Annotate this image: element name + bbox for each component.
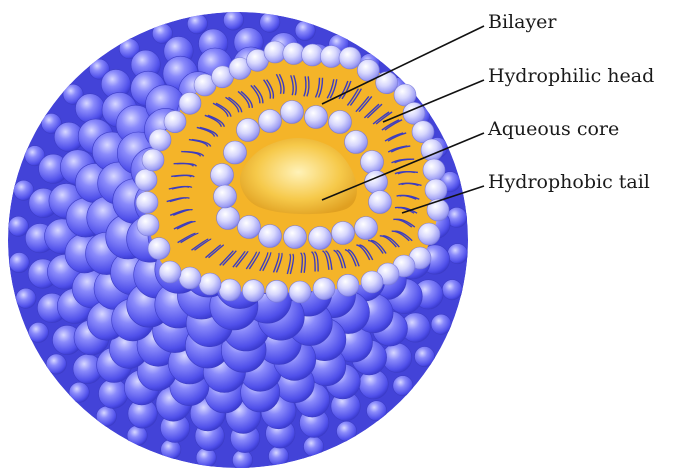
inner-head-sphere xyxy=(211,164,234,187)
cutaway-head-sphere xyxy=(242,280,264,302)
head-sphere xyxy=(260,12,280,32)
head-sphere xyxy=(367,401,387,421)
inner-head-sphere xyxy=(259,225,282,248)
cutaway-head-sphere xyxy=(423,159,445,181)
head-sphere xyxy=(448,244,468,264)
head-sphere xyxy=(223,10,243,30)
inner-head-sphere xyxy=(224,141,247,164)
head-sphere xyxy=(69,382,89,402)
cutaway-head-sphere xyxy=(179,92,201,114)
inner-head-sphere xyxy=(214,185,237,208)
inner-head-sphere xyxy=(281,101,304,124)
head-sphere xyxy=(269,446,289,466)
inner-head-sphere xyxy=(369,191,392,214)
cutaway-head-sphere xyxy=(266,280,288,302)
head-sphere xyxy=(127,426,147,446)
cutaway-head-sphere xyxy=(425,179,447,201)
inner-head-sphere xyxy=(238,216,261,239)
cutaway-head-sphere xyxy=(148,238,170,260)
cutaway-head-sphere xyxy=(339,47,361,69)
head-sphere xyxy=(8,216,28,236)
label-hydrophobic-tail: Hydrophobic tail xyxy=(488,173,650,192)
cutaway-head-sphere xyxy=(337,274,359,296)
head-sphere xyxy=(99,379,128,408)
inner-head-sphere xyxy=(345,131,368,154)
inner-head-sphere xyxy=(284,226,307,249)
head-sphere xyxy=(431,314,451,334)
label-aqueous-core: Aqueous core xyxy=(488,120,619,139)
inner-head-sphere xyxy=(305,106,328,129)
cutaway-head-sphere xyxy=(179,267,201,289)
inner-head-sphere xyxy=(309,227,332,250)
cutaway-head-sphere xyxy=(149,129,171,151)
head-sphere xyxy=(16,288,36,308)
head-sphere xyxy=(304,437,324,457)
head-sphere xyxy=(295,20,315,40)
head-sphere xyxy=(232,450,252,470)
label-hydrophilic-head: Hydrophilic head xyxy=(488,67,654,86)
inner-head-sphere xyxy=(259,110,282,133)
cutaway-head-sphere xyxy=(376,72,398,94)
inner-head-sphere xyxy=(329,111,352,134)
cutaway-head-sphere xyxy=(164,111,186,133)
cutaway-head-sphere xyxy=(159,261,181,283)
head-sphere xyxy=(28,322,48,342)
cutaway-head-sphere xyxy=(142,149,164,171)
head-sphere xyxy=(187,14,207,34)
cutaway-head-sphere xyxy=(361,271,383,293)
inner-head-sphere xyxy=(332,222,355,245)
head-sphere xyxy=(9,253,29,273)
head-sphere xyxy=(442,280,462,300)
cutaway-head-sphere xyxy=(427,199,449,221)
head-sphere xyxy=(393,376,413,396)
head-sphere xyxy=(46,354,66,374)
cutaway-head-sphere xyxy=(418,223,440,245)
cutaway-head-sphere xyxy=(219,279,241,301)
head-sphere xyxy=(337,421,357,441)
head-sphere xyxy=(196,448,216,468)
cutaway-head-sphere xyxy=(137,214,159,236)
head-sphere xyxy=(415,347,435,367)
cutaway-head-sphere xyxy=(136,192,158,214)
inner-head-sphere xyxy=(237,119,260,142)
cutaway-head-sphere xyxy=(313,278,335,300)
inner-head-sphere xyxy=(217,207,240,230)
inner-head-sphere xyxy=(361,151,384,174)
cutaway-head-sphere xyxy=(199,273,221,295)
label-bilayer: Bilayer xyxy=(488,13,557,32)
cutaway-head-sphere xyxy=(289,281,311,303)
head-sphere xyxy=(96,406,116,426)
cutaway-head-sphere xyxy=(135,169,157,191)
head-sphere xyxy=(75,94,104,123)
inner-head-sphere xyxy=(355,217,378,240)
